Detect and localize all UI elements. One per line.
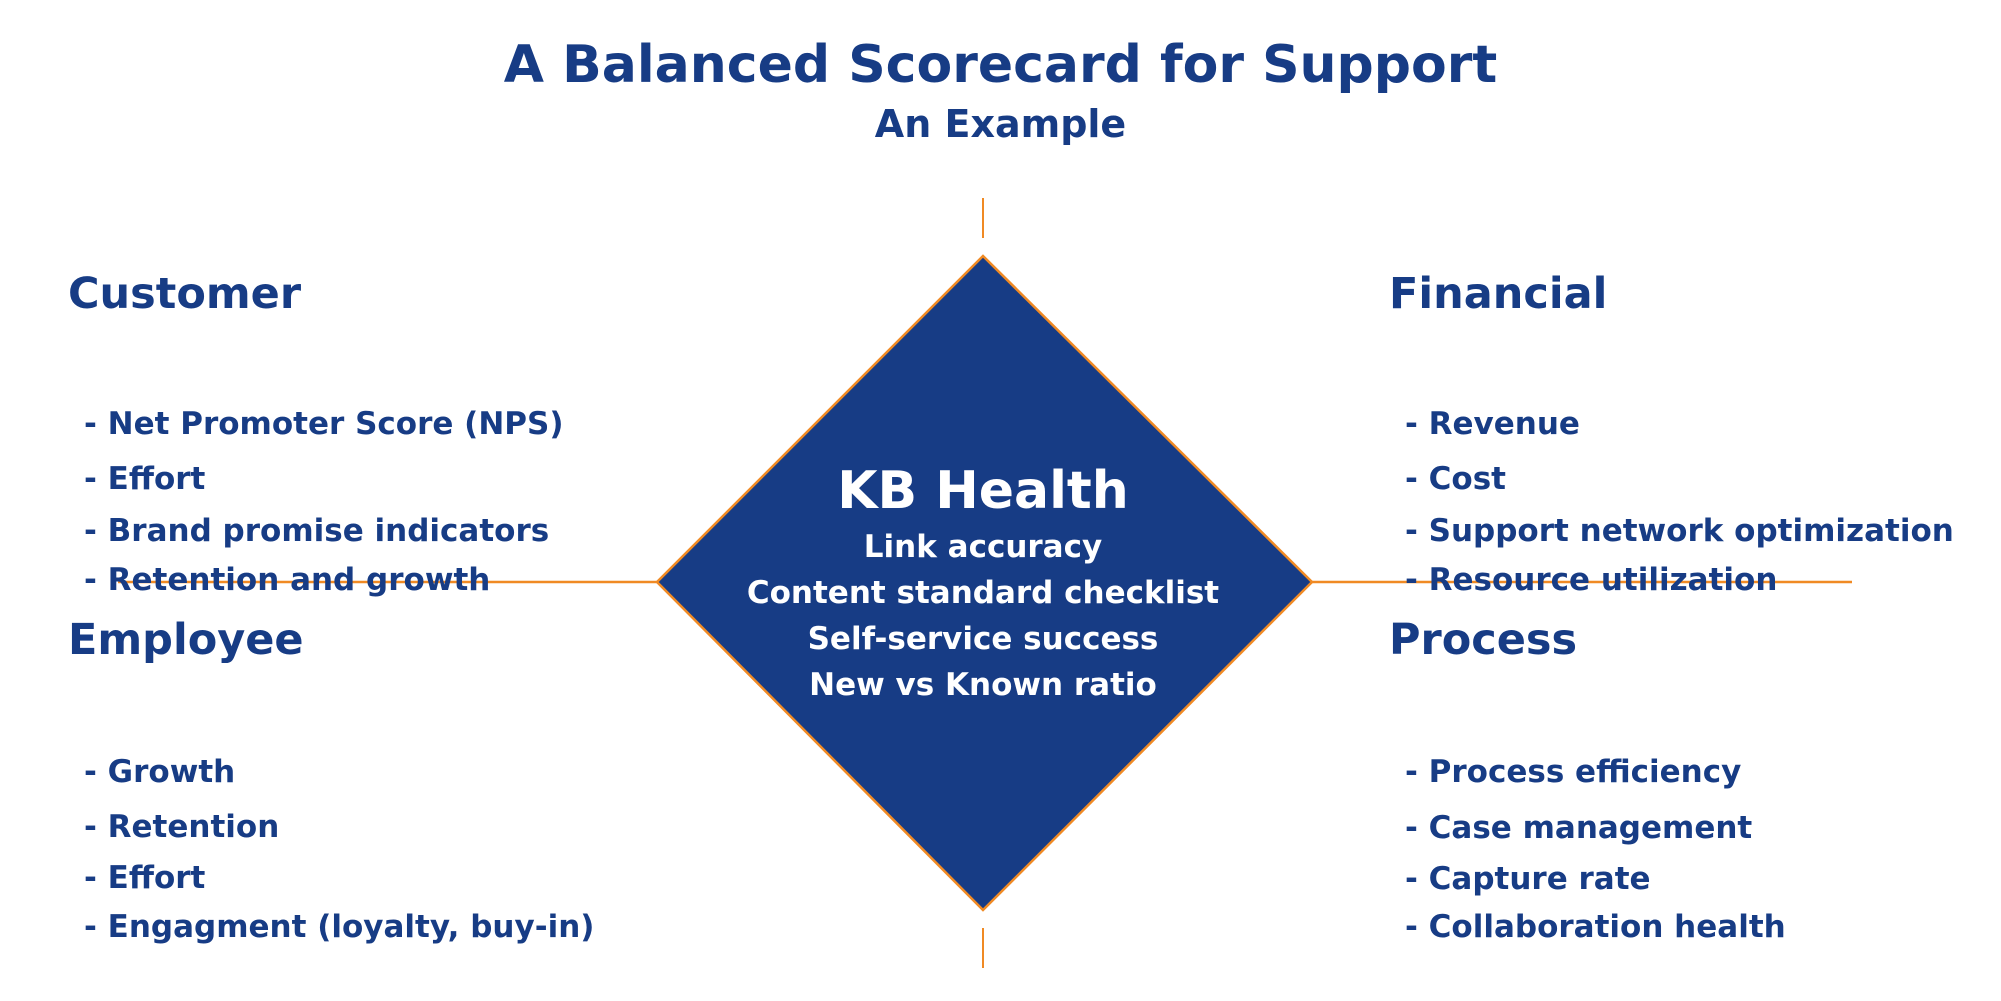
center-item: Self-service success [807,621,1159,657]
list-item: - Engagment (loyalty, buy-in) [84,909,595,945]
list-item: - Resource utilization [1405,562,1778,598]
list-item: - Revenue [1405,406,1580,442]
center-kb-health: KB Health Link accuracy Content standard… [733,460,1233,708]
quadrant-employee: Employee - Growth - Retention - Effort -… [68,614,594,945]
quadrant-financial: Financial - Revenue - Cost - Support net… [1389,268,1954,598]
list-item: - Case management [1405,810,1753,846]
list-item: - Collaboration health [1405,909,1786,945]
center-item: New vs Known ratio [809,667,1157,703]
quadrant-heading-financial: Financial [1389,269,1608,319]
diagram-subtitle: An Example [874,102,1127,146]
center-item: Link accuracy [863,529,1103,565]
quadrant-customer: Customer - Net Promoter Score (NPS) - Ef… [68,268,564,598]
list-item: - Support network optimization [1405,513,1954,549]
quadrant-heading-employee: Employee [68,615,304,665]
list-item: - Retention and growth [84,562,491,598]
center-item: Content standard checklist [746,575,1220,611]
list-item: - Cost [1405,461,1506,497]
list-item: - Growth [84,754,236,790]
center-title: KB Health [837,461,1129,521]
quadrant-process: Process - Process efficiency - Case mana… [1389,614,1786,945]
list-item: - Capture rate [1405,861,1651,897]
list-item: - Effort [84,461,206,497]
quadrant-heading-customer: Customer [68,269,302,319]
quadrant-heading-process: Process [1389,615,1578,665]
list-item: - Effort [84,860,206,896]
list-item: - Process efficiency [1405,754,1742,790]
center-diamond [655,254,1314,912]
list-item: - Brand promise indicators [84,513,550,549]
diagram-title: A Balanced Scorecard for Support [503,35,1498,95]
list-item: - Net Promoter Score (NPS) [84,406,564,442]
list-item: - Retention [84,809,280,845]
